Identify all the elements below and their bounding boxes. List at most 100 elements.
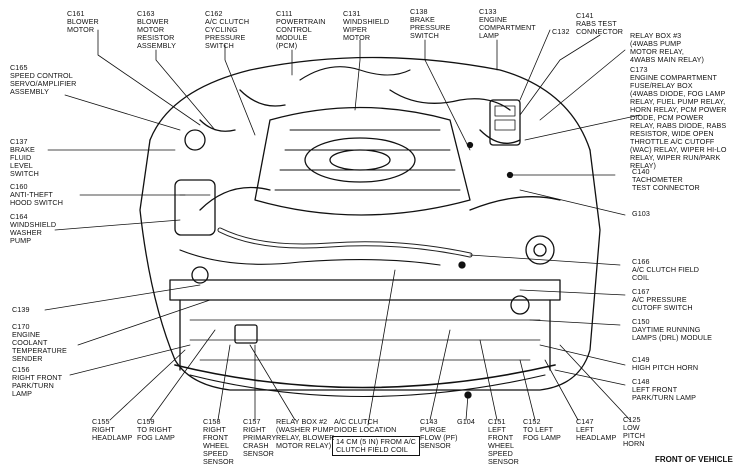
label-line: THROTTLE A/C CUTOFF bbox=[630, 137, 715, 146]
label-c156: C156 RIGHT FRONT PARK/TURN LAMP bbox=[12, 366, 62, 398]
label-line: TACHOMETER bbox=[632, 175, 683, 184]
label-line: C111 bbox=[276, 9, 293, 18]
label-line: MOTOR RELAY, bbox=[630, 47, 684, 56]
label-line: COOLANT bbox=[12, 338, 48, 347]
label-line: SENSOR bbox=[488, 457, 519, 466]
label-line: LEFT FRONT bbox=[632, 385, 678, 394]
label-line: RELAY BOX #3 bbox=[630, 31, 682, 40]
label-c165: C165 SPEED CONTROL SERVO/AMPLIFIER ASSEM… bbox=[10, 64, 76, 96]
label-line: BLOWER bbox=[67, 17, 99, 26]
label-line: MOTOR bbox=[67, 25, 95, 34]
label-line: CLUTCH FIELD COIL bbox=[336, 445, 408, 454]
label-line: SENDER bbox=[12, 354, 43, 363]
label-line: A/C PRESSURE bbox=[632, 295, 687, 304]
label-line: RELAY, WIPER RUN/PARK bbox=[630, 153, 721, 162]
label-line: C137 bbox=[10, 137, 28, 146]
label-line: DIODE, PCM POWER bbox=[630, 113, 704, 122]
radiator-top bbox=[169, 279, 561, 301]
label-c139: C139 bbox=[12, 306, 30, 314]
label-line: C152 bbox=[523, 417, 541, 426]
label-c143: C143 PURGE FLOW (PF) SENSOR bbox=[420, 418, 458, 450]
label-line: HEADLAMP bbox=[576, 433, 617, 442]
label-line: CONTROL bbox=[276, 25, 312, 34]
fuse-relay-box bbox=[489, 99, 521, 146]
label-line: C163 bbox=[137, 9, 155, 18]
front-of-vehicle-label: FRONT OF VEHICLE bbox=[655, 455, 733, 464]
label-line: C158 bbox=[203, 417, 221, 426]
label-line: BLOWER bbox=[137, 17, 169, 26]
label-line: CRASH bbox=[243, 441, 269, 450]
label-line: RABS TEST bbox=[576, 19, 617, 28]
label-line: PUMP bbox=[10, 236, 32, 245]
label-c170: C170 ENGINE COOLANT TEMPERATURE SENDER bbox=[12, 323, 67, 363]
label-line: FUSE/RELAY BOX bbox=[630, 81, 693, 90]
label-line: RESISTOR, WIDE OPEN bbox=[630, 129, 714, 138]
label-line: RELAY, RABS DIODE, RABS bbox=[630, 121, 727, 130]
label-c163: C163 BLOWER MOTOR RESISTOR ASSEMBLY bbox=[137, 10, 176, 50]
diode-location-note: 14 CM (5 IN) FROM A/C CLUTCH FIELD COIL bbox=[332, 436, 420, 456]
label-c148: C148 LEFT FRONT PARK/TURN LAMP bbox=[632, 378, 696, 402]
label-line: LEFT bbox=[488, 425, 506, 434]
label-c160: C160 ANTI-THEFT HOOD SWITCH bbox=[10, 183, 63, 207]
label-line: DAYTIME RUNNING bbox=[632, 325, 701, 334]
label-g103: G103 bbox=[632, 210, 650, 218]
label-line: CUTOFF SWITCH bbox=[632, 303, 693, 312]
label-c166: C166 A/C CLUTCH FIELD COIL bbox=[632, 258, 699, 282]
label-c164: C164 WINDSHIELD WASHER PUMP bbox=[10, 213, 56, 245]
label-line: A/C CLUTCH FIELD bbox=[632, 265, 700, 274]
label-line: HORN RELAY, PCM POWER bbox=[630, 105, 727, 114]
label-line: BRAKE bbox=[410, 15, 435, 24]
label-line: C164 bbox=[10, 212, 28, 221]
label-line: MODULE bbox=[276, 33, 308, 42]
label-line: ASSEMBLY bbox=[137, 41, 177, 50]
bumper-line bbox=[174, 364, 556, 389]
label-line: SERVO/AMPLIFIER bbox=[10, 79, 77, 88]
label-line: ENGINE bbox=[479, 15, 508, 24]
label-line: PARK/TURN LAMP bbox=[632, 393, 696, 402]
label-c149: C149 HIGH PITCH HORN bbox=[632, 356, 698, 372]
label-line: (4WABS DIODE, FOG LAMP bbox=[630, 89, 726, 98]
label-c131: C131 WINDSHIELD WIPER MOTOR bbox=[343, 10, 389, 42]
label-line: (WAC) RELAY, WIPER HI-LO bbox=[630, 145, 727, 154]
label-c161: C161 BLOWER MOTOR bbox=[67, 10, 99, 34]
label-relay-box-2: RELAY BOX #2 (WASHER PUMP RELAY, BLOWER … bbox=[276, 418, 335, 450]
label-line: ENGINE bbox=[12, 330, 41, 339]
label-line: ENGINE COMPARTMENT bbox=[630, 73, 717, 82]
label-line: RESISTOR bbox=[137, 33, 175, 42]
label-line: SENSOR bbox=[243, 449, 274, 458]
engine-block bbox=[254, 106, 471, 216]
label-c167: C167 A/C PRESSURE CUTOFF SWITCH bbox=[632, 288, 693, 312]
label-c133: C133 ENGINE COMPARTMENT LAMP bbox=[479, 8, 536, 40]
label-line: WINDSHIELD bbox=[10, 220, 57, 229]
label-line: C151 bbox=[488, 417, 506, 426]
label-line: WASHER bbox=[10, 228, 42, 237]
label-line: RELAY, BLOWER bbox=[276, 433, 335, 442]
body-outline bbox=[139, 139, 601, 391]
label-c138: C138 BRAKE PRESSURE SWITCH bbox=[410, 8, 450, 40]
label-line: C141 bbox=[576, 11, 594, 20]
label-line: C167 bbox=[632, 287, 650, 296]
cowl-outline bbox=[149, 56, 591, 151]
label-line: C155 bbox=[92, 417, 110, 426]
label-line: RIGHT bbox=[243, 425, 266, 434]
label-line: ANTI-THEFT bbox=[10, 190, 53, 199]
label-line: RIGHT FRONT bbox=[12, 373, 63, 382]
label-line: G104 bbox=[457, 417, 475, 426]
label-line: SWITCH bbox=[205, 41, 234, 50]
label-line: FRONT bbox=[488, 433, 514, 442]
label-line: HORN bbox=[623, 439, 645, 448]
label-line: RELAY) bbox=[630, 161, 657, 170]
label-line: C162 bbox=[205, 9, 223, 18]
label-line: FLUID bbox=[10, 153, 32, 162]
label-c155: C155 RIGHT HEADLAMP bbox=[92, 418, 132, 442]
label-relay-box-3: RELAY BOX #3 (4WABS PUMP MOTOR RELAY, 4W… bbox=[630, 32, 704, 64]
label-line: (WASHER PUMP bbox=[276, 425, 334, 434]
label-line: SENSOR bbox=[203, 457, 234, 466]
label-line: COMPARTMENT bbox=[479, 23, 536, 32]
label-line: PITCH bbox=[623, 431, 646, 440]
label-line: SPEED bbox=[488, 449, 513, 458]
label-c141: C141 RABS TEST CONNECTOR bbox=[576, 12, 623, 36]
label-line: C131 bbox=[343, 9, 361, 18]
label-c158: C158 RIGHT FRONT WHEEL SPEED SENSOR bbox=[203, 418, 234, 466]
